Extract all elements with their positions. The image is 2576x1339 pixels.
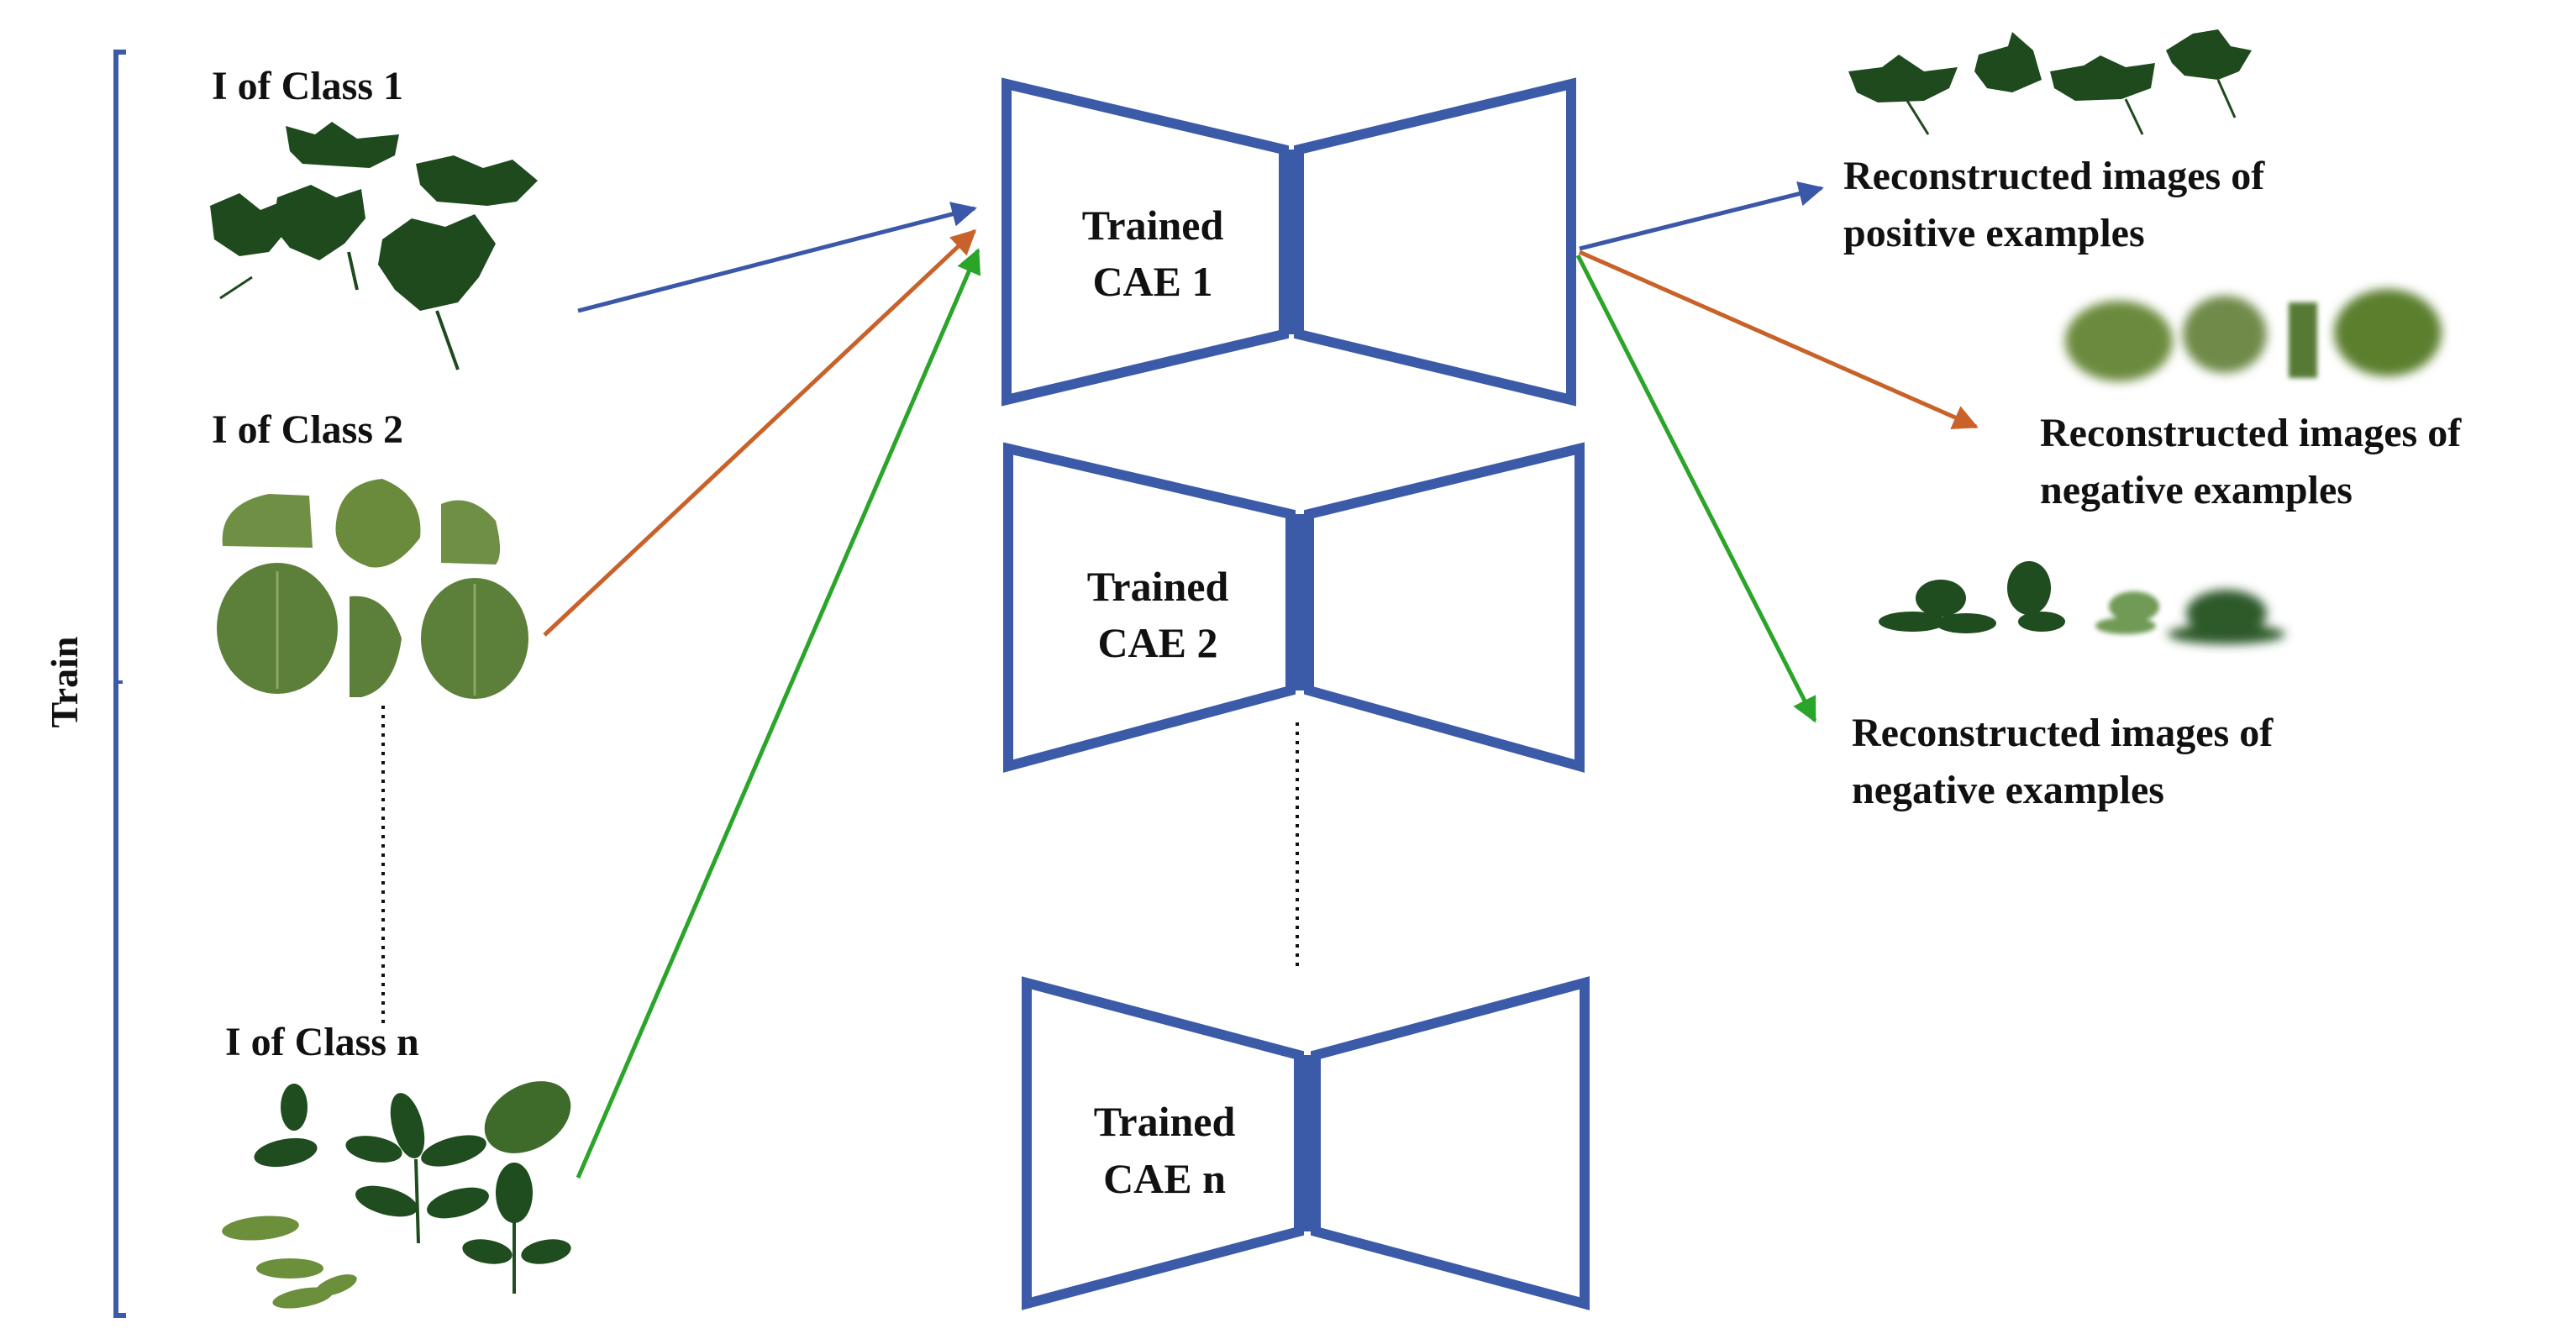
- leaf-image: [281, 1084, 308, 1131]
- leaf-image: [2065, 301, 2173, 381]
- leaf-image: [2168, 624, 2285, 644]
- positive-reconstruction-images: [1848, 29, 2252, 135]
- class-2-leaf-images: [217, 479, 528, 699]
- leaf-image: [286, 122, 399, 168]
- cae-2-label-line1: Trained: [1087, 563, 1229, 610]
- leaf-image: [254, 1137, 318, 1168]
- leaf-image: [1916, 580, 1966, 617]
- class-n-label: I of Class n: [225, 1020, 419, 1064]
- arrow-cae-1-to-negative-1: [1578, 249, 1979, 429]
- leaf-image: [256, 1258, 323, 1279]
- cae-2-label-line2: CAE 2: [1097, 619, 1217, 666]
- leaf-image: [2109, 591, 2159, 622]
- negative-output-1-line2: negative examples: [2040, 468, 2353, 512]
- leaf-image: [222, 1216, 299, 1241]
- cae-n-label-line2: CAE n: [1103, 1155, 1226, 1202]
- arrow-cae-1-to-negative-2: [1575, 254, 1817, 723]
- cae-n-bottleneck: [1299, 1055, 1316, 1231]
- leaf-image: [496, 1163, 533, 1223]
- leaf-image: [427, 1187, 489, 1219]
- negative-output-2-line1: Reconstructed images of: [1852, 711, 2274, 755]
- positive-output-line2: positive examples: [1843, 211, 2145, 255]
- leaf-image: [273, 185, 365, 260]
- leaf-image: [355, 1185, 418, 1217]
- cae-2-bottleneck: [1291, 514, 1309, 691]
- class-1-leaf-images: [210, 122, 538, 370]
- leaf-image: [345, 1136, 402, 1163]
- negative-reconstruction-1-images: [2065, 289, 2442, 381]
- leaf-image: [315, 1274, 357, 1296]
- class-n-leaf-images: [222, 1081, 571, 1309]
- leaf-image: [2050, 55, 2155, 101]
- leaf-image: [2183, 296, 2267, 373]
- leaf-image: [335, 479, 421, 568]
- arrow-cae-1-to-positive: [1579, 181, 1824, 251]
- negative-output-1-line1: Reconstructed images of: [2040, 411, 2462, 455]
- leaf-image: [2018, 612, 2065, 632]
- positive-output-line1: Reconstructed images of: [1843, 154, 2265, 198]
- leaf-image: [484, 1081, 571, 1153]
- cae-n-decoder: [1311, 976, 1590, 1310]
- arrow-class-n-to-cae-1: [576, 248, 981, 1179]
- cae-1-label-line2: CAE 1: [1092, 258, 1212, 305]
- arrow-class-1-to-cae-1: [577, 202, 977, 313]
- leaf-image: [2095, 617, 2156, 634]
- cae-2-decoder: [1304, 442, 1585, 773]
- leaf-image: [1848, 55, 1958, 102]
- leaf-image: [421, 1135, 486, 1167]
- leaf-image: [1936, 613, 1996, 633]
- class-2-label: I of Class 2: [212, 407, 403, 452]
- negative-output-2-line2: negative examples: [1852, 768, 2164, 812]
- train-label: Train: [43, 636, 86, 727]
- cae-n-label-line1: Trained: [1094, 1098, 1236, 1145]
- leaf-image: [222, 494, 313, 548]
- leaf-image: [350, 596, 402, 697]
- leaf-image: [1879, 612, 1946, 632]
- leaf-image: [2334, 289, 2442, 376]
- leaf-image: [441, 500, 500, 564]
- class-1-label: I of Class 1: [212, 64, 403, 108]
- leaf-image: [416, 155, 538, 206]
- leaf-image: [390, 1093, 425, 1158]
- leaf-image: [2166, 29, 2252, 80]
- cae-1-bottleneck: [1284, 150, 1299, 334]
- negative-reconstruction-2-images: [1879, 561, 2285, 644]
- leaf-image: [1974, 32, 2042, 92]
- leaf-image: [2289, 302, 2317, 378]
- leaf-image: [462, 1239, 513, 1264]
- leaf-image: [2007, 561, 2051, 615]
- arrow-class-2-to-cae-1: [543, 228, 977, 637]
- leaf-image: [521, 1239, 571, 1264]
- cae-1-label-line1: Trained: [1082, 202, 1224, 249]
- leaf-image: [378, 214, 496, 311]
- cae-1-decoder: [1294, 77, 1576, 407]
- leaf-image: [210, 193, 290, 256]
